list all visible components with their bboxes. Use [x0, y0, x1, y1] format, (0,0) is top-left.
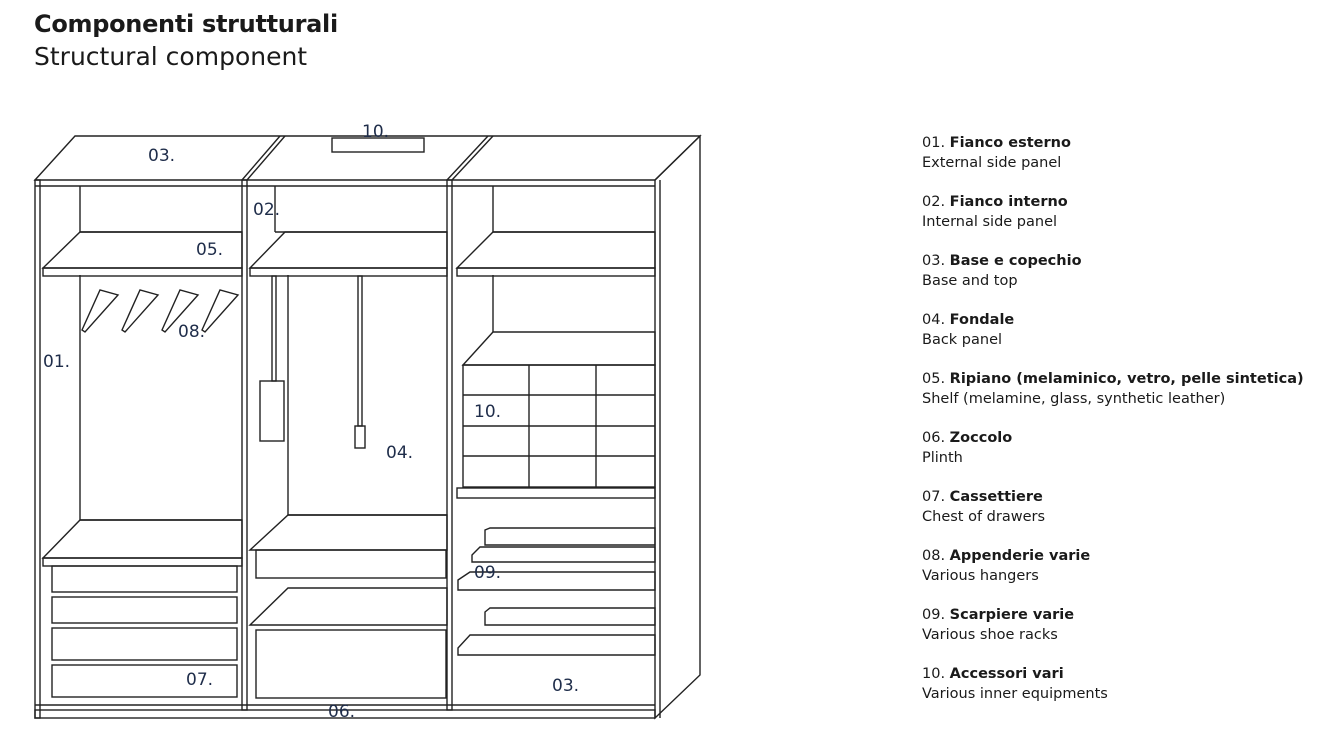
- legend-number: 10.: [922, 666, 946, 682]
- label-06: 06.: [328, 702, 356, 722]
- external-side-left: [34, 179, 41, 719]
- label-10-grid: 10.: [474, 402, 502, 422]
- legend-number: 07.: [922, 489, 946, 505]
- legend-italian: Accessori vari: [949, 666, 1064, 682]
- legend-number: 02.: [922, 194, 946, 210]
- page-subtitle: Structural component: [34, 42, 308, 71]
- legend-english: Various shoe racks: [922, 626, 1058, 643]
- shelf: [248, 231, 448, 269]
- legend-english: Various hangers: [922, 567, 1039, 584]
- label-02: 02.: [253, 200, 281, 220]
- legend-english: Base and top: [922, 272, 1018, 289]
- accessory-tray: [331, 137, 425, 153]
- internal-side-1: [241, 179, 248, 711]
- label-08: 08.: [178, 322, 206, 342]
- drawer: [255, 549, 447, 579]
- legend-item: 05. Ripiano (melaminico, vetro, pelle si…: [922, 370, 1304, 409]
- legend-italian: Base e copechio: [949, 253, 1082, 269]
- legend-italian: Cassettiere: [949, 489, 1043, 505]
- legend-number: 06.: [922, 430, 946, 446]
- internal-side-2: [446, 179, 453, 711]
- legend-english: Plinth: [922, 449, 963, 466]
- legend-italian: Appenderie varie: [949, 548, 1091, 564]
- page-title: Componenti strutturali: [34, 10, 338, 38]
- legend-number: 04.: [922, 312, 946, 328]
- label-03-top: 03.: [148, 146, 176, 166]
- label-03-base: 03.: [552, 676, 580, 696]
- legend-number: 05.: [922, 371, 946, 387]
- legend-english: Various inner equipments: [922, 685, 1108, 702]
- label-07: 07.: [186, 670, 214, 690]
- shelf: [455, 231, 656, 269]
- hangers: [81, 289, 240, 333]
- label-04: 04.: [386, 443, 414, 463]
- legend-english: Shelf (melamine, glass, synthetic leathe…: [922, 390, 1226, 407]
- legend-italian: Fondale: [949, 312, 1015, 328]
- legend-number: 01.: [922, 135, 946, 151]
- legend-english: Chest of drawers: [922, 508, 1046, 525]
- legend-italian: Fianco interno: [949, 194, 1068, 210]
- legend-number: 03.: [922, 253, 946, 269]
- legend-italian: Ripiano (melaminico, vetro, pelle sintet…: [949, 371, 1304, 387]
- drawer: [51, 565, 238, 593]
- legend-number: 08.: [922, 548, 946, 564]
- wardrobe-diagram: [33, 134, 702, 720]
- legend-number: 09.: [922, 607, 946, 623]
- label-01: 01.: [43, 352, 71, 372]
- legend-english: Back panel: [922, 331, 1003, 348]
- legend-italian: Fianco esterno: [949, 135, 1071, 151]
- legend-italian: Scarpiere varie: [949, 607, 1075, 623]
- external-side-right: [654, 134, 701, 720]
- shoe-racks: [457, 527, 656, 656]
- label-09: 09.: [474, 563, 502, 583]
- top-panel: [33, 135, 702, 181]
- label-10-top: 10.: [362, 122, 390, 142]
- plinth: [34, 709, 656, 719]
- legend-english: Internal side panel: [922, 213, 1058, 230]
- legend-english: External side panel: [922, 154, 1062, 171]
- label-05: 05.: [196, 240, 224, 260]
- drawer: [255, 629, 447, 699]
- legend-italian: Zoccolo: [949, 430, 1013, 446]
